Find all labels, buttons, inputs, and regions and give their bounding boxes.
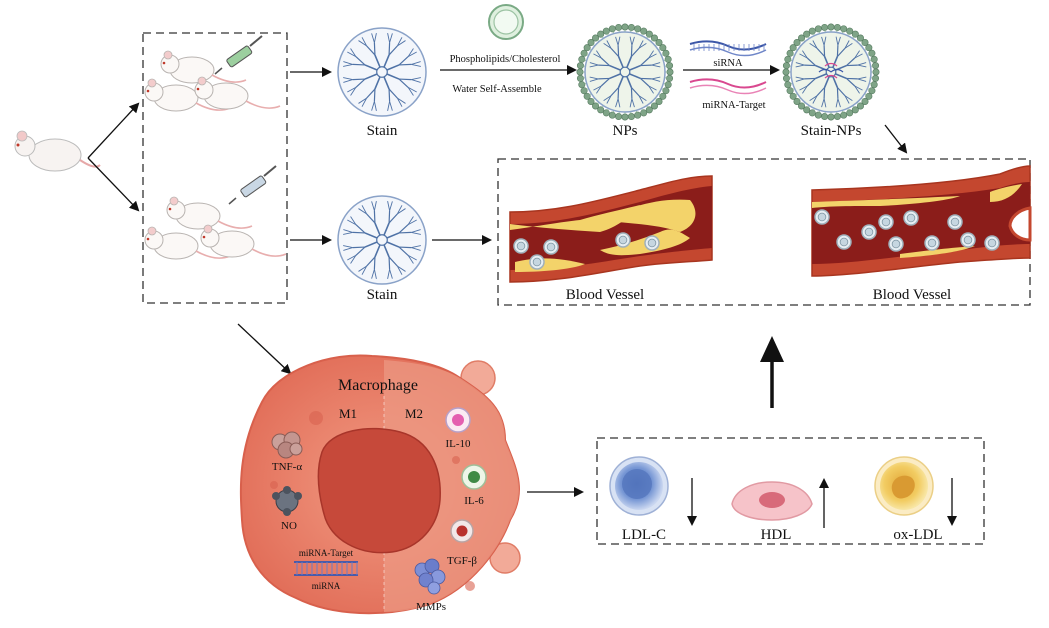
stain-dendrimer-top <box>337 27 427 117</box>
ox-ldl-label: ox-LDL <box>893 527 942 543</box>
ldl-c-label: LDL-C <box>622 527 666 543</box>
blood-vessel-healthy <box>811 165 1032 277</box>
mirna-label: miRNA <box>312 581 341 591</box>
mirna-target-label-top: miRNA-Target <box>702 100 765 111</box>
tgf-beta-icon <box>450 519 474 543</box>
tnf-alpha-label: TNF-α <box>272 461 302 473</box>
phospholipids-label: Phospholipids/Cholesterol <box>450 54 561 65</box>
no-icon <box>272 486 302 516</box>
mice-group-bottom <box>144 196 287 260</box>
il6-icon <box>461 464 487 490</box>
macrophage-title: Macrophage <box>338 377 418 394</box>
stain-nanoparticle <box>782 23 880 121</box>
single-rat-icon <box>14 130 101 172</box>
tnf-alpha-icon <box>271 431 303 459</box>
mirna-ladder-icon <box>294 561 358 576</box>
hdl-cell-icon <box>731 481 813 521</box>
particles-right <box>814 209 1000 252</box>
big-up-arrow <box>760 336 784 408</box>
m1-label: M1 <box>339 406 357 421</box>
mmps-icon <box>414 558 446 595</box>
il6-label: IL-6 <box>464 495 484 507</box>
blood-vessel-diseased <box>509 175 713 283</box>
nps-label: NPs <box>612 123 637 139</box>
sirna-label: siRNA <box>713 58 743 69</box>
il10-label: IL-10 <box>445 438 471 450</box>
stain-dendrimer-bottom <box>337 195 427 285</box>
mmps-label: MMPs <box>416 601 446 613</box>
split-arrows <box>87 102 140 212</box>
mirna-target-label-macrophage: miRNA-Target <box>299 548 354 558</box>
m2-label: M2 <box>405 406 423 421</box>
no-label: NO <box>281 520 297 532</box>
particles-left <box>513 232 660 270</box>
tgf-beta-label: TGF-β <box>447 555 477 567</box>
arrow-to-macrophage <box>237 323 292 375</box>
syringe-icon-top <box>214 35 263 75</box>
blood-vessel-right-label: Blood Vessel <box>873 287 951 303</box>
arrow-to-vessels <box>884 124 908 154</box>
stain-bottom-label: Stain <box>367 287 398 303</box>
stain-top-label: Stain <box>367 123 398 139</box>
phospholipid-vesicle-icon <box>488 4 524 40</box>
mirna-target-strand-icon <box>689 78 767 95</box>
syringe-icon-bottom <box>228 165 277 205</box>
mice-group-top <box>144 50 281 112</box>
ldl-c-cell-icon <box>609 456 669 516</box>
blood-vessel-left-label: Blood Vessel <box>566 287 644 303</box>
nanoparticle-np <box>576 23 674 121</box>
water-self-assemble-label: Water Self-Assemble <box>452 84 542 95</box>
hdl-label: HDL <box>761 527 792 543</box>
mouse-group-box <box>142 32 288 304</box>
stain-nps-label: Stain-NPs <box>801 123 862 139</box>
sirna-strand-icon <box>689 40 767 57</box>
ox-ldl-cell-icon <box>874 456 934 516</box>
il10-icon <box>445 407 471 433</box>
